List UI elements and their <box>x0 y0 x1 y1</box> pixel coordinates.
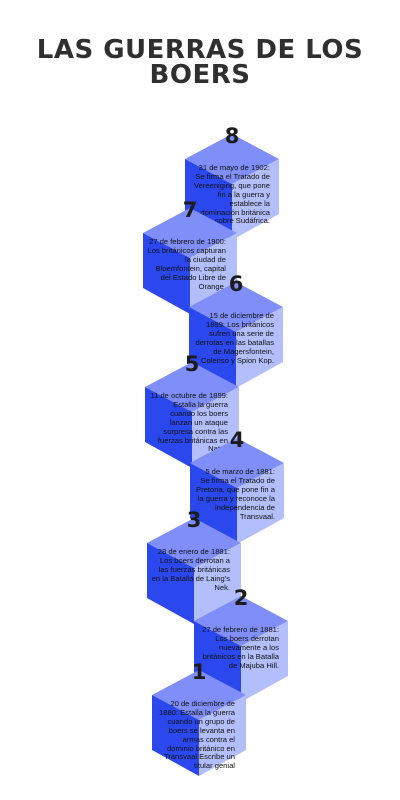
cube-left-face <box>152 695 199 776</box>
event-description: 20 de diciembre de 1880: Estalla la guer… <box>159 699 235 771</box>
event-description: 28 de enero de 1881: Los boers derrotan … <box>151 547 230 592</box>
event-number: 5 <box>184 352 200 376</box>
event-number: 6 <box>228 272 244 296</box>
timeline-event-8: 8 31 de mayo de 1902: Se firma el Tratado… <box>185 124 279 240</box>
title-line-2: BOERS <box>149 60 251 90</box>
event-description: 31 de mayo de 1902: Se firma el Tratado … <box>193 163 270 226</box>
cube-right-face <box>232 159 279 240</box>
event-description: 15 de diciembre de 1899: Los británicos … <box>195 311 274 365</box>
cube-left-face <box>145 387 192 468</box>
cube-shape <box>152 670 246 776</box>
timeline-event-1: 1 20 de diciembre de 1880: Estalla la gue… <box>152 660 246 776</box>
cube-left-face <box>143 233 190 314</box>
title-line-1: LAS GUERRAS DE LOS <box>36 35 364 65</box>
cube-shape <box>143 208 237 314</box>
event-number: 3 <box>186 508 202 532</box>
event-number: 4 <box>229 428 245 452</box>
event-description: 5 de marzo de 1881: Se firma el Tratado … <box>196 467 275 521</box>
cube-left-face <box>147 543 194 624</box>
cube-right-face <box>199 695 246 776</box>
event-number: 1 <box>191 660 207 684</box>
event-description: 27 de febrero de 1900: Los británicos ca… <box>147 237 226 291</box>
cube-right-face <box>236 307 283 388</box>
cube-right-face <box>237 463 284 544</box>
timeline-event-7: 7 27 de febrero de 1900: Los británicos c… <box>143 198 237 314</box>
event-number: 8 <box>224 124 240 148</box>
event-description: 27 de febrero de 1881: Los boers derrota… <box>202 625 279 670</box>
timeline-event-4: 4 5 de marzo de 1881: Se firma el Tratado… <box>190 428 284 544</box>
cube-shape <box>190 438 284 544</box>
timeline-event-3: 3 28 de enero de 1881: Los boers derrotan… <box>147 508 241 624</box>
page-title: LAS GUERRAS DE LOS BOERS <box>0 35 400 90</box>
cube-right-face <box>241 621 288 702</box>
event-number: 2 <box>233 586 249 610</box>
event-number: 7 <box>182 198 198 222</box>
